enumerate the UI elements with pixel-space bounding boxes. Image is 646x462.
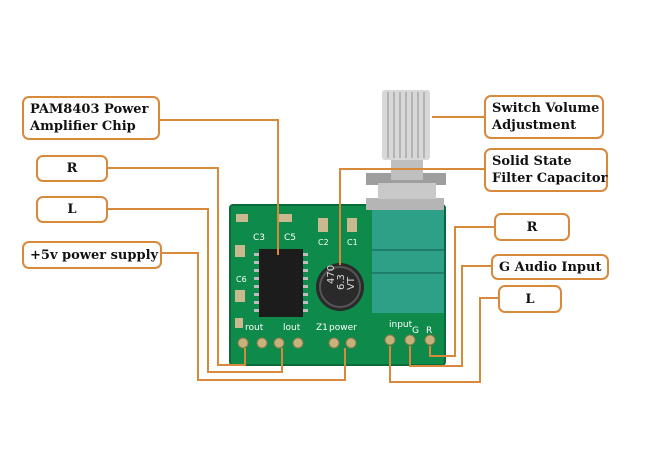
callout-volume: Switch Volume Adjustment <box>484 95 604 139</box>
callout-r-left: R <box>36 155 108 182</box>
capacitor-value: 470 <box>326 265 337 284</box>
silk-power: power <box>329 323 357 333</box>
callout-power-label: +5v power supply <box>30 247 159 263</box>
smd-component <box>235 290 245 302</box>
silk-rout: rout <box>245 323 264 333</box>
callout-l-right-label: L <box>525 291 535 307</box>
callout-power: +5v power supply <box>22 241 162 269</box>
silk-c1: C1 <box>347 238 358 247</box>
leader-r-right <box>429 226 494 357</box>
callout-capacitor-line2: Filter Capacitor <box>492 171 608 186</box>
pad-rout-plus <box>256 337 268 349</box>
callout-capacitor: Solid State Filter Capacitor <box>484 148 608 192</box>
pad-lout-minus <box>273 337 285 349</box>
electrolytic-capacitor-icon: 470 6.3 VT <box>316 263 364 311</box>
leader-chip <box>160 119 279 255</box>
smd-component <box>278 214 292 222</box>
smd-component <box>318 218 328 232</box>
leader-audio-input <box>409 265 491 367</box>
silk-c5: C5 <box>284 233 296 243</box>
silk-c3: C3 <box>253 233 265 243</box>
callout-volume-line1: Switch Volume <box>492 101 600 116</box>
silkscreen-labels: rout lout power input G R C3 C5 C6 C2 C1… <box>236 233 432 336</box>
leader-power <box>162 252 346 381</box>
pad-lout-plus <box>292 337 304 349</box>
callout-r-right-label: R <box>526 219 538 235</box>
leader-lines <box>108 116 498 383</box>
capacitor-series: VT <box>346 276 357 290</box>
callout-volume-line2: Adjustment <box>492 118 577 133</box>
leader-capacitor <box>339 168 484 265</box>
pad-input-r <box>424 334 436 346</box>
callout-capacitor-line1: Solid State <box>492 154 572 169</box>
smd-component <box>347 218 357 232</box>
pad-power-minus <box>328 337 340 349</box>
ic-chip-icon <box>254 249 308 317</box>
leader-l-right <box>389 297 498 383</box>
callout-l-right: L <box>498 285 562 313</box>
capacitor-voltage: 6.3 <box>336 274 347 290</box>
silk-input: input <box>389 320 413 330</box>
smd-component <box>235 245 245 257</box>
callout-chip: PAM8403 Power Amplifier Chip <box>22 96 160 140</box>
silk-c2: C2 <box>318 238 329 247</box>
rotary-potentiometer-icon <box>366 90 446 313</box>
callout-audio-input: G Audio Input <box>491 254 609 280</box>
pad-input-l <box>384 334 396 346</box>
pad-rout-minus <box>237 337 249 349</box>
callout-chip-line2: Amplifier Chip <box>30 119 136 134</box>
callout-l-left-label: L <box>67 202 77 217</box>
smd-component <box>236 214 248 222</box>
callout-chip-line1: PAM8403 Power <box>30 102 149 117</box>
leader-l-left <box>108 208 283 373</box>
solder-pads <box>237 334 436 349</box>
silk-g: G <box>412 326 419 336</box>
silk-r: R <box>426 326 432 336</box>
callout-l-left: L <box>36 196 108 223</box>
leader-r-left <box>108 167 246 366</box>
silk-c6: C6 <box>236 275 247 284</box>
silk-lout: lout <box>283 323 301 333</box>
smd-component <box>235 318 243 328</box>
silk-z1: Z1 <box>316 323 328 333</box>
callout-r-right: R <box>494 213 570 241</box>
callout-r-left-label: R <box>66 161 78 176</box>
pad-input-g <box>404 334 416 346</box>
pad-power-plus <box>345 337 357 349</box>
callout-audio-input-label: G Audio Input <box>499 259 602 275</box>
